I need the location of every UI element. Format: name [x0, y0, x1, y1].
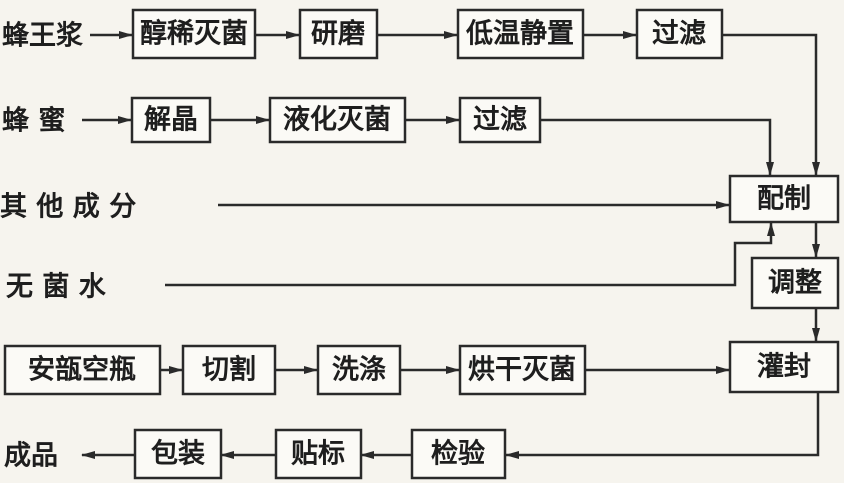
svg-text:过滤: 过滤: [652, 19, 706, 50]
svg-text:研磨: 研磨: [311, 19, 365, 50]
svg-text:调整: 调整: [768, 268, 822, 299]
svg-text:过滤: 过滤: [473, 105, 527, 136]
connectors: [81, 31, 820, 459]
svg-text:醇稀灭菌: 醇稀灭菌: [140, 18, 248, 50]
step-inspect: 检验: [410, 428, 507, 480]
svg-text:洗涤: 洗涤: [332, 355, 386, 386]
svg-text:配制: 配制: [757, 184, 811, 215]
step-filter-2: 过滤: [458, 96, 542, 144]
input-other-ingredients: 其 他 成 分: [0, 192, 136, 223]
step-cut: 切割: [181, 344, 277, 396]
step-empty-ampoules: 安瓿空瓶: [3, 344, 162, 396]
step-wash: 洗涤: [316, 344, 402, 396]
input-sterile-water: 无 菌 水: [6, 272, 107, 303]
svg-text:解晶: 解晶: [144, 105, 198, 136]
step-formulate: 配制: [728, 174, 840, 224]
svg-text:液化灭菌: 液化灭菌: [283, 105, 391, 136]
svg-text:贴标: 贴标: [291, 439, 345, 470]
step-decrystallize: 解晶: [130, 96, 212, 144]
step-dry-sterilize: 烘干灭菌: [458, 344, 587, 396]
step-package: 包装: [133, 428, 223, 480]
step-alcohol-dilute-sterilize: 醇稀灭菌: [131, 8, 257, 60]
step-liquefy-sterilize: 液化灭菌: [268, 96, 407, 144]
step-adjust: 调整: [750, 256, 840, 310]
svg-text:低温静置: 低温静置: [465, 19, 574, 50]
svg-text:包装: 包装: [151, 438, 205, 470]
svg-text:烘干灭菌: 烘干灭菌: [468, 355, 576, 386]
step-grind: 研磨: [298, 8, 379, 60]
svg-text:切割: 切割: [202, 354, 256, 386]
svg-text:安瓿空瓶: 安瓿空瓶: [28, 354, 136, 386]
step-filter-1: 过滤: [635, 8, 724, 60]
output-product: 成品: [4, 441, 58, 472]
step-low-temp-rest: 低温静置: [456, 8, 585, 60]
step-fill-seal: 灌封: [728, 340, 840, 394]
input-royal-jelly: 蜂王浆: [2, 20, 84, 52]
input-honey: 蜂 蜜: [2, 106, 65, 137]
svg-text:灌封: 灌封: [757, 352, 811, 383]
svg-text:检验: 检验: [431, 438, 485, 470]
step-label: 贴标: [274, 428, 363, 480]
